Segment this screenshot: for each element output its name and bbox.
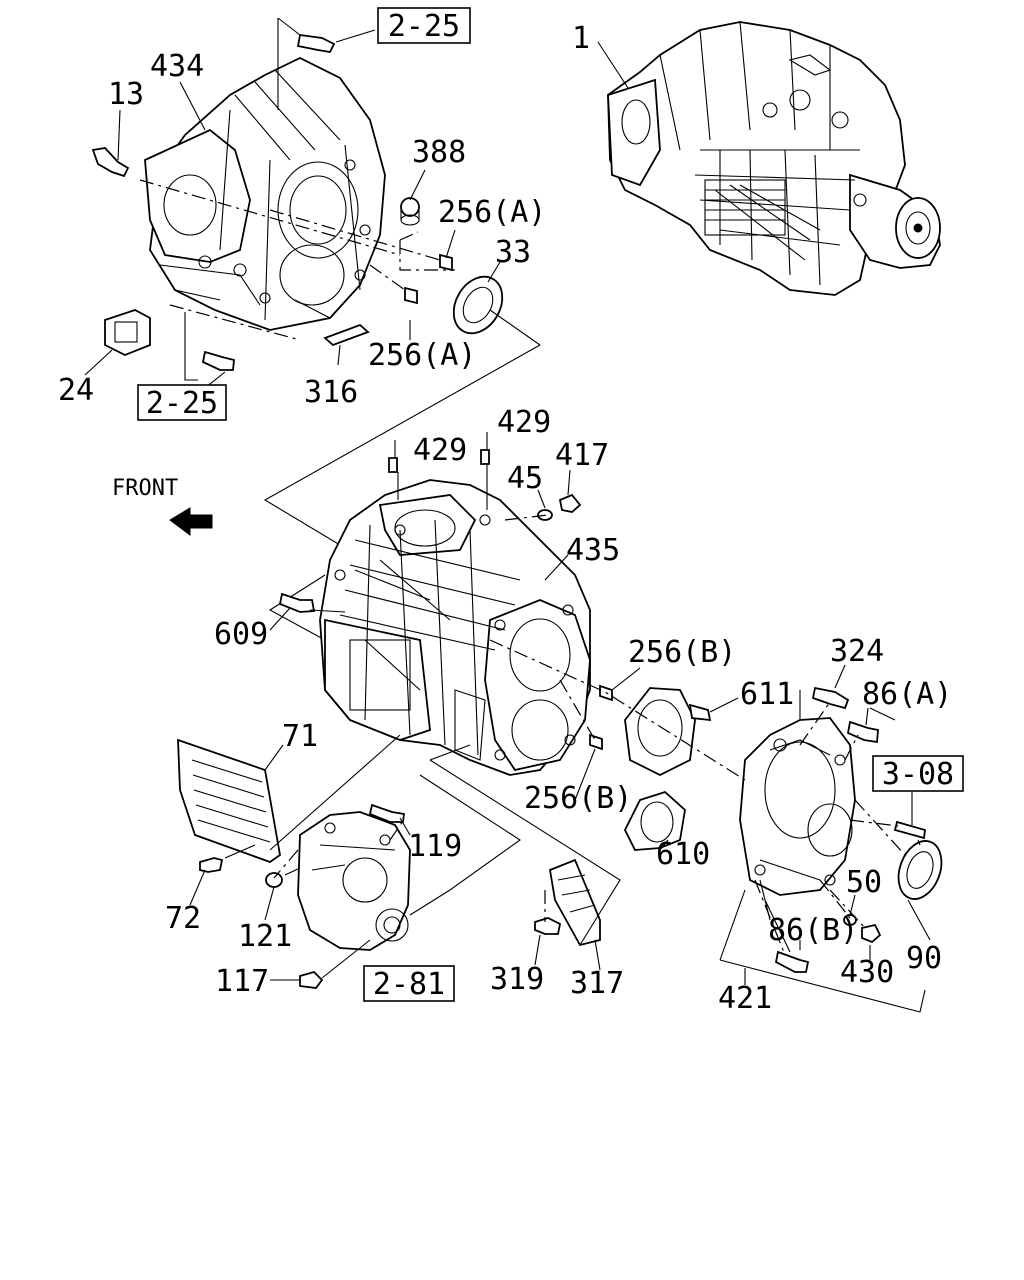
callout-lines-top (84, 17, 501, 393)
label-421: 421 (718, 981, 772, 1016)
label-610: 610 (656, 837, 710, 872)
label-119: 119 (408, 829, 462, 864)
ref-box-2-81[interactable]: 2-81 (363, 965, 455, 1002)
ref-box-3-08[interactable]: 3-08 (872, 755, 964, 792)
ref-2-25-left-text: 2-25 (146, 386, 218, 421)
gasket-611-plate-drawing (624, 687, 696, 777)
bolt-117-drawing (299, 970, 324, 989)
part-388-drawing (400, 197, 420, 226)
label-50: 50 (846, 865, 882, 900)
dowel-429-right-drawing (480, 449, 490, 465)
front-arrow-icon (169, 507, 213, 536)
callout-lines-bottom (189, 432, 931, 1013)
ref-box-2-25-top[interactable]: 2-25 (377, 7, 471, 44)
part-24-drawing (104, 309, 151, 356)
transmission-assembly-drawing (607, 21, 941, 296)
nut-121-drawing (265, 872, 283, 888)
pto-unit-drawing (297, 811, 411, 951)
rear-extension-drawing (739, 717, 856, 896)
cover-71-drawing (177, 738, 281, 864)
label-609: 609 (214, 617, 268, 652)
bolt-2-25-top-drawing (296, 33, 336, 53)
label-33: 33 (495, 235, 531, 270)
seal-33-drawing (452, 275, 504, 335)
label-429-right: 429 (497, 405, 551, 440)
front-label: FRONT (112, 476, 178, 501)
ref-box-2-25-left[interactable]: 2-25 (137, 384, 227, 421)
bracket-lines-middle (263, 309, 541, 641)
bolt-609-drawing (278, 592, 316, 613)
ref-2-25-top-text: 2-25 (388, 9, 460, 44)
cover-317-drawing (548, 858, 601, 947)
label-13: 13 (108, 77, 144, 112)
bolt-86a-drawing (846, 720, 879, 744)
plate-316-drawing (323, 323, 370, 347)
label-121: 121 (238, 919, 292, 954)
pin-256b-lower-drawing (589, 733, 603, 751)
callout-line-1 (597, 41, 629, 89)
label-417: 417 (555, 438, 609, 473)
label-434: 434 (150, 49, 204, 84)
bolt-13-drawing (91, 147, 130, 178)
label-256a-upper: 256(A) (438, 195, 546, 230)
clutch-housing-drawing (144, 56, 386, 331)
part-labels: 1 434 13 388 256(A) 33 256(A) 24 316 429… (58, 21, 952, 1016)
label-90: 90 (906, 941, 942, 976)
label-611: 611 (740, 677, 794, 712)
plug-417-drawing (558, 493, 582, 513)
label-86b: 86(B) (768, 913, 858, 948)
label-429-left: 429 (413, 433, 467, 468)
label-319: 319 (490, 962, 544, 997)
label-256b-lower: 256(B) (524, 781, 632, 816)
stud-119-drawing (368, 803, 406, 823)
ref-2-81-text: 2-81 (373, 967, 445, 1002)
pin-256a-lower-drawing (404, 286, 418, 305)
label-316: 316 (304, 375, 358, 410)
bolt-319-drawing (534, 917, 562, 935)
bolt-611-drawing (688, 703, 712, 722)
main-case-drawing (319, 479, 591, 776)
bolt-2-25-lower-drawing (201, 350, 235, 371)
label-256a-lower: 256(A) (368, 338, 476, 373)
label-86a: 86(A) (862, 677, 952, 712)
label-45: 45 (507, 461, 543, 496)
gasket-610-drawing (623, 790, 686, 851)
seal-90-drawing (897, 840, 943, 900)
ref-3-08-text: 3-08 (882, 757, 954, 792)
bolt-72-drawing (199, 857, 224, 873)
label-324: 324 (830, 634, 884, 669)
stud-3-08-drawing (893, 820, 926, 840)
bolt-324-drawing (811, 686, 850, 710)
label-71: 71 (282, 719, 318, 754)
label-1: 1 (572, 21, 590, 56)
label-430: 430 (840, 955, 894, 990)
label-317: 317 (570, 966, 624, 1001)
label-435: 435 (566, 533, 620, 568)
label-72: 72 (165, 901, 201, 936)
label-24: 24 (58, 373, 94, 408)
plug-430-drawing (861, 923, 882, 944)
label-256b-upper: 256(B) (628, 635, 736, 670)
bolt-86b-drawing (774, 950, 810, 973)
dowel-429-left-drawing (388, 457, 398, 473)
label-117: 117 (215, 964, 269, 999)
label-388: 388 (412, 135, 466, 170)
